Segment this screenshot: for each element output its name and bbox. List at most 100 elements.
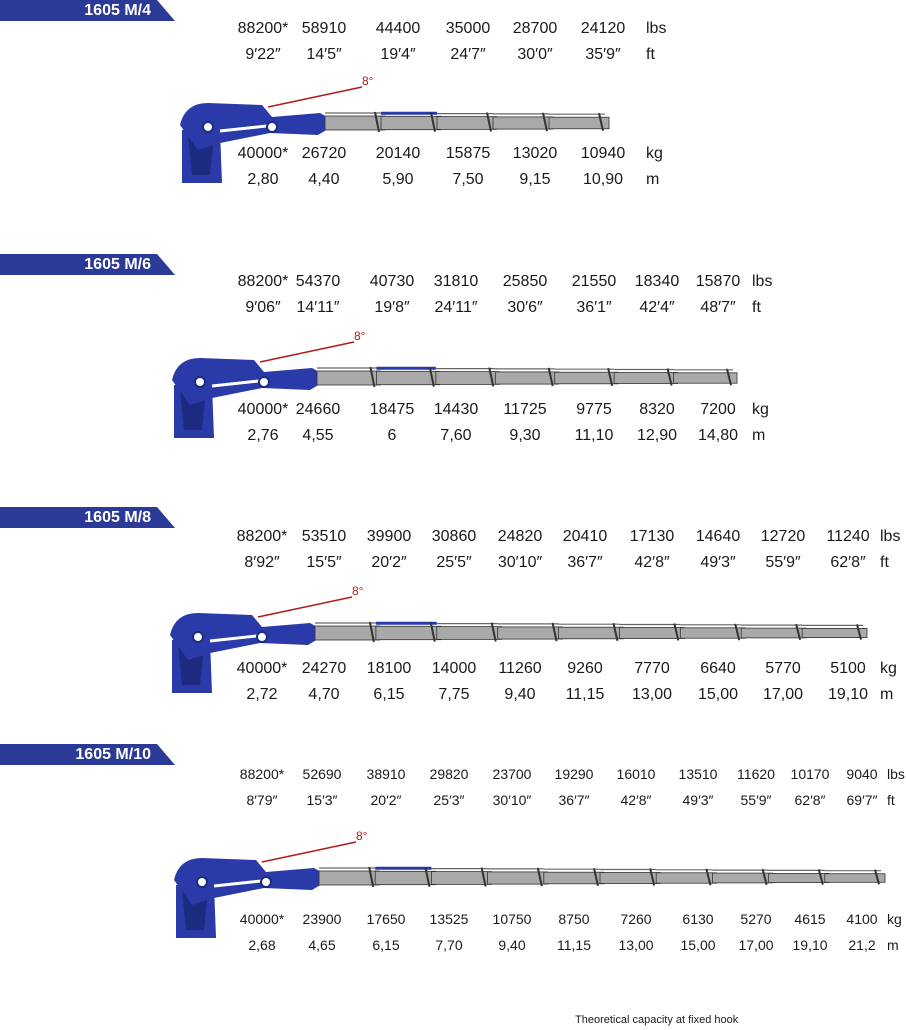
value-kg: 23900 bbox=[302, 911, 342, 927]
section-joint bbox=[488, 367, 495, 387]
section-joint bbox=[536, 867, 543, 887]
section-joint bbox=[673, 623, 680, 641]
angle-line bbox=[261, 841, 357, 863]
value-lbs: 12720 bbox=[760, 528, 806, 545]
angle-label: 8° bbox=[354, 329, 366, 343]
value-kg: 17650 bbox=[366, 911, 406, 927]
unit-lbs: lbs bbox=[880, 528, 901, 545]
value-m: 12,90 bbox=[636, 427, 678, 444]
unit-ft: ft bbox=[880, 554, 889, 571]
value-kg: 11725 bbox=[503, 401, 547, 418]
value-lbs: 30860 bbox=[431, 528, 477, 545]
crane-body bbox=[170, 613, 328, 693]
value-ft: 49′3″ bbox=[682, 792, 714, 808]
value-lbs: 23700 bbox=[492, 766, 532, 782]
section-joint bbox=[551, 622, 558, 642]
section-joint bbox=[369, 366, 376, 388]
value-kg: 5100 bbox=[830, 660, 866, 677]
unit-m: m bbox=[887, 937, 899, 953]
value-lbs: 54370 bbox=[295, 273, 341, 290]
value-ft: 8′92″ bbox=[244, 554, 280, 571]
value-ft: 36′7″ bbox=[558, 792, 590, 808]
section-joint bbox=[612, 622, 619, 642]
angle-label: 8° bbox=[356, 829, 368, 843]
value-kg: 7770 bbox=[634, 660, 670, 677]
section-joint bbox=[593, 867, 599, 887]
value-kg: 18100 bbox=[366, 660, 412, 677]
value-kg: 9775 bbox=[576, 401, 612, 418]
value-kg: 15875 bbox=[445, 145, 491, 162]
section-joint bbox=[874, 869, 880, 885]
row-ft: 9′06″14′11″19′8″24′11″30′6″36′1″42′4″48′… bbox=[0, 297, 906, 319]
value-m: 11,10 bbox=[574, 427, 614, 444]
value-ft: 55′9″ bbox=[740, 792, 772, 808]
unit-m: m bbox=[880, 686, 894, 703]
value-m: 19,10 bbox=[792, 937, 828, 953]
value-kg: 11260 bbox=[498, 660, 542, 677]
value-ft: 42′4″ bbox=[639, 299, 675, 316]
boom-section bbox=[824, 873, 886, 883]
boom-section bbox=[801, 628, 868, 639]
model-label: 1605 M/8 bbox=[0, 507, 175, 528]
value-kg: 7200 bbox=[700, 401, 736, 418]
boom-section bbox=[548, 116, 610, 130]
value-m: 7,50 bbox=[452, 171, 484, 188]
value-ft: 48′7″ bbox=[700, 299, 736, 316]
value-lbs: 20410 bbox=[562, 528, 608, 545]
unit-kg: kg bbox=[646, 145, 663, 162]
value-ft: 15′5″ bbox=[306, 554, 342, 571]
value-m: 9,40 bbox=[498, 937, 526, 953]
row-ft: 8′79″15′3″20′2″25′3″30′10″36′7″42′8″49′3… bbox=[0, 789, 906, 811]
value-lbs: 38910 bbox=[366, 766, 406, 782]
value-m: 9,15 bbox=[519, 171, 551, 188]
value-ft: 30′6″ bbox=[507, 299, 543, 316]
value-m: 11,15 bbox=[557, 937, 591, 953]
row-ft: 9′22″14′5″19′4″24′7″30′0″35′9″ft bbox=[0, 44, 906, 66]
value-ft: 30′10″ bbox=[497, 554, 543, 571]
section-joint bbox=[374, 111, 380, 133]
value-lbs: 13510 bbox=[678, 766, 718, 782]
value-ft: 30′0″ bbox=[517, 46, 553, 63]
unit-m: m bbox=[752, 427, 766, 444]
value-kg: 8320 bbox=[639, 401, 675, 418]
angle-label: 8° bbox=[362, 74, 374, 88]
value-m: 4,40 bbox=[308, 171, 340, 188]
section-joint bbox=[480, 867, 487, 887]
unit-ft: ft bbox=[887, 792, 895, 808]
value-ft: 25′5″ bbox=[436, 554, 472, 571]
value-m: 6,15 bbox=[373, 686, 405, 703]
value-lbs: 88200* bbox=[239, 766, 285, 782]
value-ft: 62′8″ bbox=[830, 554, 866, 571]
pivot-joint bbox=[196, 876, 208, 888]
value-m: 13,00 bbox=[618, 937, 654, 953]
value-lbs: 88200* bbox=[237, 20, 289, 37]
model-label: 1605 M/10 bbox=[0, 744, 175, 765]
value-lbs: 11620 bbox=[737, 766, 775, 782]
value-m: 9,40 bbox=[504, 686, 536, 703]
section-joint bbox=[817, 869, 824, 885]
section-joint bbox=[542, 112, 548, 132]
section-joint bbox=[761, 868, 768, 886]
value-kg: 6130 bbox=[682, 911, 714, 927]
value-ft: 9′06″ bbox=[245, 299, 281, 316]
section-joint bbox=[649, 868, 656, 886]
unit-m: m bbox=[646, 171, 660, 188]
value-kg: 4615 bbox=[794, 911, 826, 927]
value-lbs: 19290 bbox=[554, 766, 594, 782]
value-m: 17,00 bbox=[762, 686, 804, 703]
section-joint bbox=[490, 622, 497, 642]
value-m: 10,90 bbox=[582, 171, 624, 188]
unit-lbs: lbs bbox=[752, 273, 773, 290]
value-m: 9,30 bbox=[509, 427, 541, 444]
value-kg: 14000 bbox=[431, 660, 477, 677]
value-kg: 5270 bbox=[740, 911, 772, 927]
value-m: 2,68 bbox=[248, 937, 276, 953]
value-m: 4,65 bbox=[308, 937, 336, 953]
